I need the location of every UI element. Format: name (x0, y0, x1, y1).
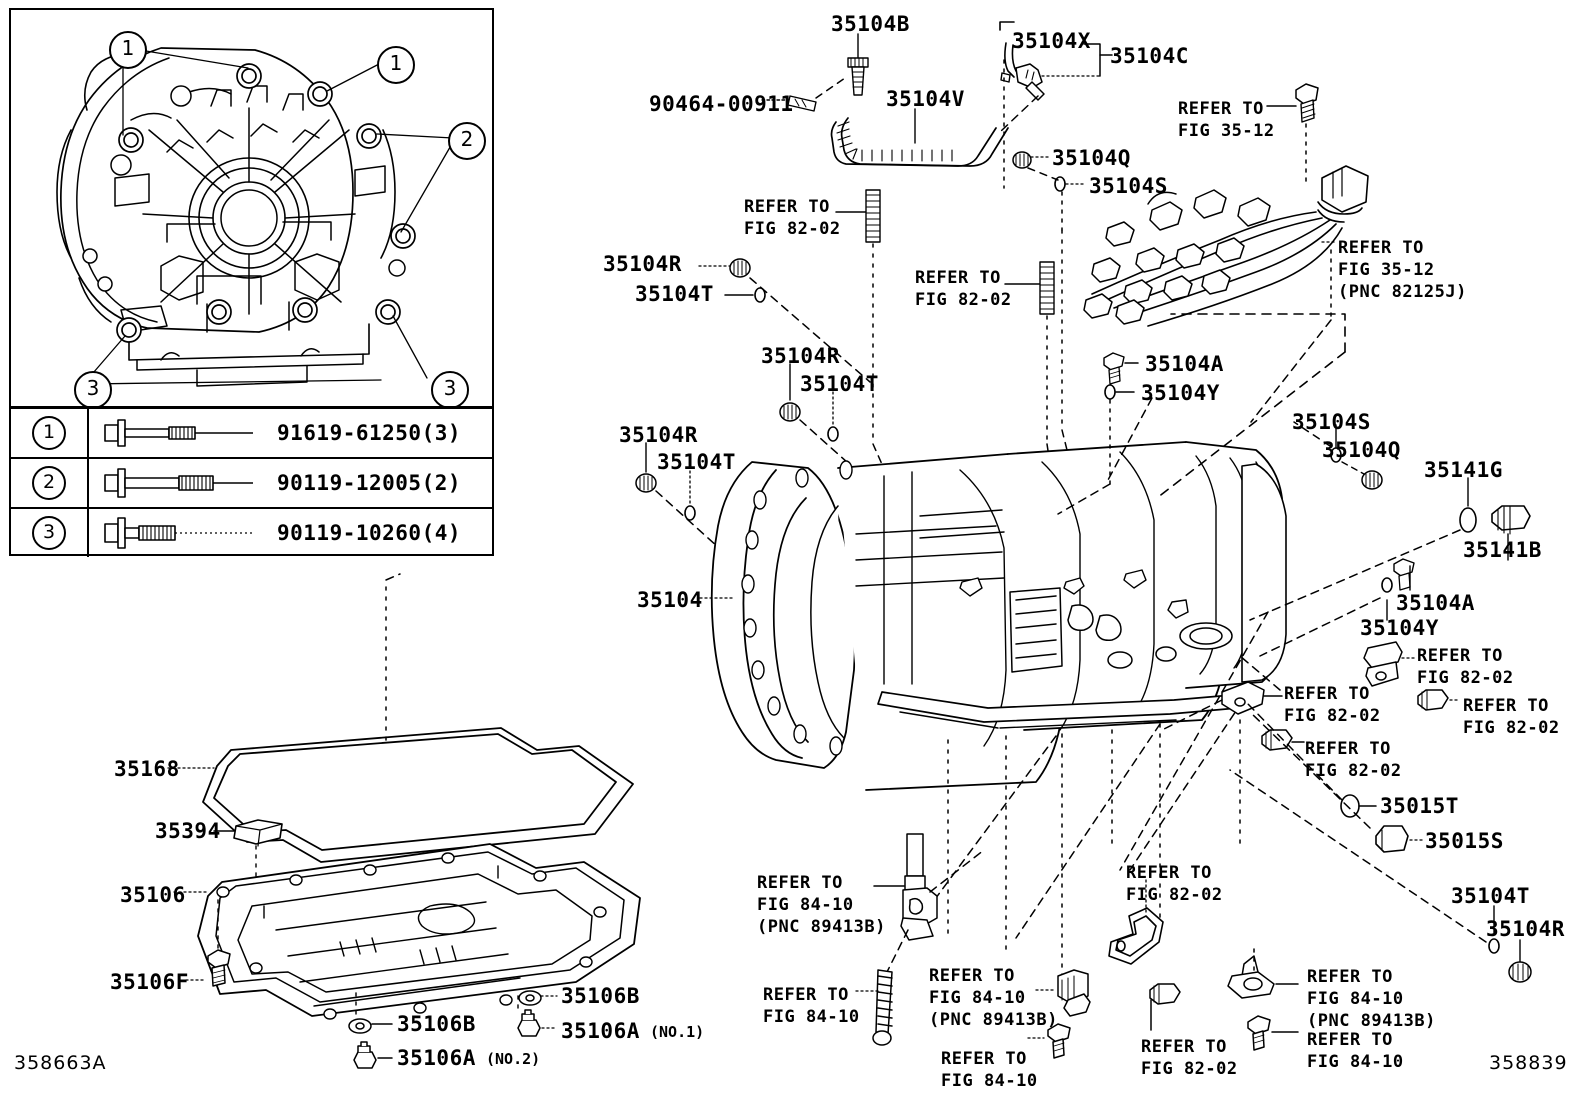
refer-block-fig35-12-pnc: REFER TO FIG 35-12 (PNC 82125J) (1338, 238, 1467, 303)
inset-detail-box: 1 1 2 3 3 1 (9, 8, 494, 557)
part-label-35104A-2: 35104A (1396, 591, 1475, 615)
bolt-legend-table: 1 (11, 406, 492, 557)
part-label-35106B-2: 35106B (397, 1012, 476, 1036)
legend-bolt-icon (88, 458, 273, 509)
part-label-35104T-3: 35104T (657, 450, 736, 474)
part-label-35015S: 35015S (1425, 829, 1504, 853)
part-label-35104R-1: 35104R (603, 252, 682, 276)
part-label-35104C: 35104C (1110, 44, 1189, 68)
part-label-35106A-1: 35106A (561, 1019, 640, 1043)
refer-block-fig84-10-pnc-a: REFER TO FIG 84-10 (PNC 89413B) (757, 873, 886, 938)
inset-callout-1b: 1 (377, 46, 415, 84)
legend-number-cell: 1 (11, 409, 89, 459)
refer-block-fig82-02-a: REFER TO FIG 82-02 (744, 197, 841, 240)
refer-block-fig84-10-b: REFER TO FIG 84-10 (941, 1049, 1038, 1092)
part-label-35104T-4: 35104T (1451, 884, 1530, 908)
legend-bolt-icon (88, 409, 273, 459)
part-label-35104Y-2: 35104Y (1360, 616, 1439, 640)
drawing-number-right: 358839 (1489, 1052, 1568, 1074)
legend-bolt-icon (88, 508, 273, 557)
drawing-number-left: 358663A (14, 1052, 107, 1074)
inset-callout-1a: 1 (109, 31, 147, 69)
part-label-35106B-1: 35106B (561, 984, 640, 1008)
part-label-35104V: 35104V (886, 87, 965, 111)
part-label-35104T-1: 35104T (635, 282, 714, 306)
refer-block-fig82-02-g: REFER TO FIG 82-02 (1126, 863, 1223, 906)
part-label-35104R-4: 35104R (1486, 917, 1565, 941)
part-label-35104: 35104 (637, 588, 703, 612)
part-label-35104R-2: 35104R (761, 344, 840, 368)
part-label-35104B: 35104B (831, 12, 910, 36)
part-label-35141B: 35141B (1463, 538, 1542, 562)
legend-row: 3 (11, 508, 492, 557)
part-label-35168: 35168 (114, 757, 180, 781)
part-label-35141G: 35141G (1424, 458, 1503, 482)
refer-block-fig84-10-c: REFER TO FIG 84-10 (1307, 1030, 1404, 1073)
part-label-35104S-top: 35104S (1089, 174, 1168, 198)
legend-row: 2 (11, 458, 492, 509)
part-label-35015T: 35015T (1380, 794, 1459, 818)
inset-callout-2: 2 (448, 122, 486, 160)
part-label-35104T-2: 35104T (800, 372, 879, 396)
part-label-35106F: 35106F (110, 970, 189, 994)
refer-block-fig82-02-h: REFER TO FIG 82-02 (1141, 1037, 1238, 1080)
legend-part-number: 91619-61250(3) (273, 409, 492, 459)
part-label-90464-00911: 90464-00911 (649, 92, 794, 116)
refer-block-fig82-02-b: REFER TO FIG 82-02 (915, 268, 1012, 311)
part-label-35106A-2: 35106A (397, 1046, 476, 1070)
part-label-35104S-2: 35104S (1292, 410, 1371, 434)
legend-number-cell: 2 (11, 458, 89, 509)
inset-callout-3b: 3 (431, 371, 469, 409)
part-label-suffix-no1: (NO.1) (650, 1023, 705, 1041)
legend-circle-number: 1 (32, 416, 66, 450)
part-label-35104Q-2: 35104Q (1322, 438, 1401, 462)
part-label-35104Q-top: 35104Q (1052, 146, 1131, 170)
part-label-35104X: 35104X (1012, 29, 1091, 53)
refer-block-fig82-02-e: REFER TO FIG 82-02 (1463, 696, 1560, 739)
refer-block-fig84-10-pnc-b: REFER TO FIG 84-10 (PNC 89413B) (929, 966, 1058, 1031)
refer-block-fig84-10-pnc-c: REFER TO FIG 84-10 (PNC 89413B) (1307, 967, 1436, 1032)
legend-part-number: 90119-12005(2) (273, 458, 492, 509)
legend-row: 1 (11, 409, 492, 459)
refer-block-fig84-10-a: REFER TO FIG 84-10 (763, 985, 860, 1028)
part-label-35104R-3: 35104R (619, 423, 698, 447)
bellhousing-bolt-locations-art (56, 47, 454, 387)
part-label-suffix-no2: (NO.2) (486, 1050, 541, 1068)
refer-block-fig35-12-top: REFER TO FIG 35-12 (1178, 99, 1275, 142)
legend-circle-number: 3 (32, 516, 66, 550)
part-label-35104Y-1: 35104Y (1141, 381, 1220, 405)
inset-callout-3a: 3 (74, 371, 112, 409)
legend-part-number: 90119-10260(4) (277, 521, 462, 545)
refer-block-fig82-02-d: REFER TO FIG 82-02 (1417, 646, 1514, 689)
legend-circle-number: 2 (32, 466, 66, 500)
refer-block-fig82-02-f: REFER TO FIG 82-02 (1305, 739, 1402, 782)
part-label-35394: 35394 (155, 819, 221, 843)
refer-block-fig82-02-c: REFER TO FIG 82-02 (1284, 684, 1381, 727)
legend-number-cell: 3 (11, 508, 89, 557)
part-label-35106: 35106 (120, 883, 186, 907)
part-label-35104A-1: 35104A (1145, 352, 1224, 376)
